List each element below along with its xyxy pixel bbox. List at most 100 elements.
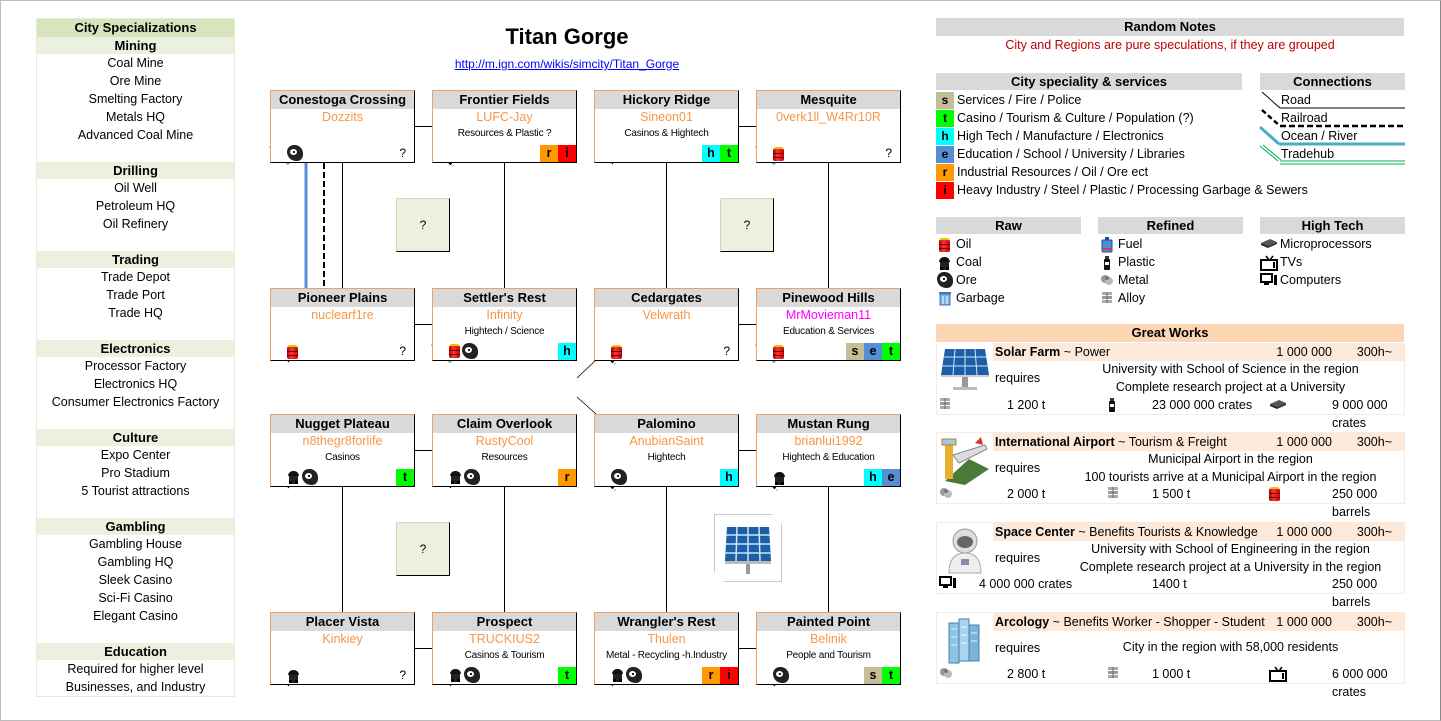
specialization-item: Advanced Coal Mine [77,128,194,142]
city-mayor: n8thegr8forlife [302,434,383,448]
great-work-condition: Municipal Airport in the region [1148,452,1313,466]
city-description [271,324,414,339]
speciality-tag-t: t [720,145,738,162]
city-resources [611,469,627,485]
goods-item: Oil [936,235,1005,253]
specialization-item: Trade HQ [108,306,163,320]
goods-icon-wrap [1098,236,1115,252]
city-box[interactable]: Claim Overlook RustyCool Resources r [432,414,577,487]
city-box[interactable]: Mustan Rung brianlui1992 Hightech & Educ… [756,414,901,487]
specialization-item: 5 Tourist attractions [81,484,190,498]
city-resources [449,667,480,683]
goods-icon-wrap [1098,273,1115,288]
great-work-cost: 1 000 000 [1276,345,1332,359]
great-work-image [939,615,991,664]
city-description [271,648,414,663]
city-description [757,126,900,141]
city-mayor: Sineon01 [640,110,693,124]
city-box[interactable]: Wrangler's Rest Thulen Metal - Recycling… [594,612,739,685]
specialization-item: Ore Mine [109,74,162,88]
road-line [504,163,505,288]
great-work-benefit: ~ Power [1063,345,1111,359]
oil-icon [773,345,784,359]
material-amount: 250 000 barrels [1332,487,1378,519]
city-box[interactable]: Palomino AnubianSaint Hightech h [594,414,739,487]
city-mayor: 0verk1ll_W4Rr10R [776,110,881,124]
connection-legend-item: Road [1281,93,1311,107]
goods-label: Fuel [1118,237,1143,251]
city-mayor: RustyCool [475,434,534,448]
oil-icon [773,147,784,161]
city-box[interactable]: Cedargates Velwrath ? [594,288,739,361]
material-amount: 1 200 t [1007,398,1046,412]
speciality-legend-row: e Education / School / University / Libr… [936,145,1308,163]
city-box[interactable]: Hickory Ridge Sineon01 Casinos & Hightec… [594,90,739,163]
city-box[interactable]: Pioneer Plains nuclearf1re ? [270,288,415,361]
computer-icon [1259,272,1278,288]
road-line [739,648,756,649]
city-box[interactable]: Placer Vista Kinkiey ? [270,612,415,685]
city-box[interactable]: Settler's Rest Infinity Hightech / Scien… [432,288,577,361]
city-name: Pioneer Plains [271,289,414,307]
material-amount: 1 500 t [1152,487,1191,501]
speciality-tag-e: e [864,343,882,360]
city-tags: h [720,469,738,486]
city-mayor: LUFC-Jay [476,110,533,124]
city-mayor: Infinity [486,308,523,322]
goods-label: Plastic [1118,255,1155,269]
city-name: Pinewood Hills [757,289,900,307]
city-description: Casinos & Tourism [464,650,545,661]
speciality-tag-i: i [558,145,576,162]
city-mayor: nuclearf1re [311,308,374,322]
wiki-link[interactable]: http://m.ign.com/wikis/simcity/Titan_Gor… [454,57,680,71]
space-center-icon [948,528,982,574]
material-amount: 2 000 t [1007,487,1046,501]
metal-icon [939,666,953,681]
region-unknown-box: ? [396,522,450,576]
city-box[interactable]: Frontier Fields LUFC-Jay Resources & Pla… [432,90,577,163]
great-work-card: Solar Farm ~ Power 1 000 000 300h~ requi… [936,343,1405,430]
goods-label: TVs [1280,255,1303,269]
city-unknown-marker: ? [723,344,730,358]
goods-label: Alloy [1118,291,1146,305]
road-line [415,126,432,127]
great-work-condition: City in the region with 58,000 residents [1122,640,1339,654]
specialization-item: Gambling House [88,537,183,551]
city-resources [773,344,784,359]
speciality-tag-s: s [846,343,864,360]
specialization-item: Metals HQ [105,110,166,124]
city-box[interactable]: Pinewood Hills MrMovieman11 Education & … [756,288,901,361]
specialization-category: Drilling [37,162,234,179]
city-box[interactable]: Prospect TRUCKIUS2 Casinos & Tourism t [432,612,577,685]
road-line [342,487,343,612]
city-box[interactable]: Painted Point Belinik People and Tourism… [756,612,901,685]
speciality-tag-t: t [882,343,900,360]
city-resources [287,469,318,485]
city-box[interactable]: Nugget Plateau n8thegr8forlife Casinos t [270,414,415,487]
city-name: Placer Vista [271,613,414,631]
oil-icon [287,345,298,359]
speciality-header: City speciality & services [936,73,1242,90]
specialization-item: Gambling HQ [97,555,174,569]
great-work-name: International Airport [995,435,1115,449]
city-box[interactable]: Conestoga Crossing Dozzits ? [270,90,415,163]
city-footer: ? [271,144,414,162]
oil-icon [611,345,622,359]
speciality-swatch: h [936,127,954,145]
great-work-title-bar: Solar Farm ~ Power 1 000 000 300h~ [993,343,1404,361]
goods-item: Metal [1098,271,1155,289]
city-name: Cedargates [595,289,738,307]
city-resources [773,667,789,683]
great-work-name: Arcology [995,615,1050,629]
city-tags: t [558,667,576,684]
city-box[interactable]: Mesquite 0verk1ll_W4Rr10R ? [756,90,901,163]
goods-icon-wrap [936,255,953,270]
great-work-card: Space Center ~ Benefits Tourists & Knowl… [936,522,1405,609]
